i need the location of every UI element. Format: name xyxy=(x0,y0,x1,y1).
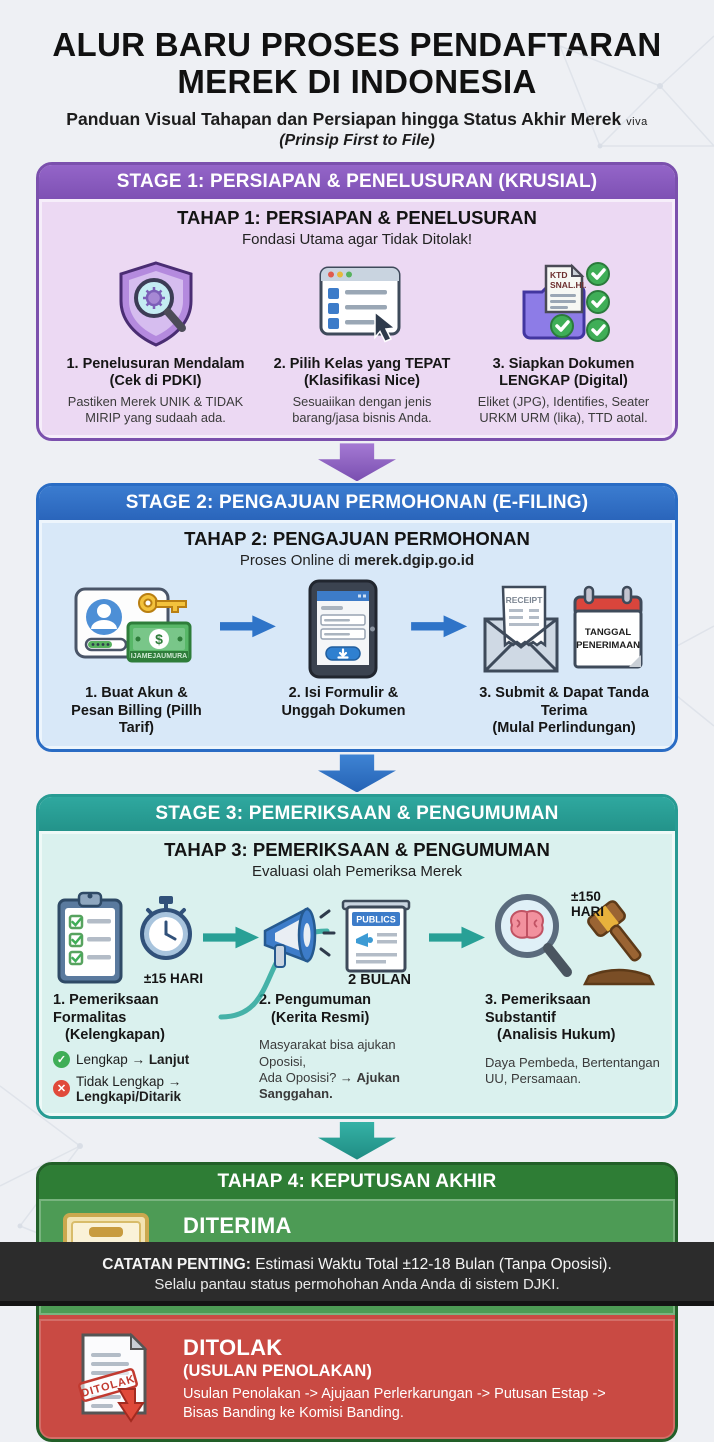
page-subtitle-principle: (Prinsip First to File) xyxy=(279,131,435,149)
rejected-document-icon: DITOLAK xyxy=(78,1332,148,1423)
stage1-item-1: 1. Penelusuran Mendalam(Cek di PDKI) Pas… xyxy=(53,256,258,427)
stage4-header: TAHAP 4: KEPUTUSAN AKHIR xyxy=(39,1164,675,1199)
rejected-title: DITOLAK xyxy=(183,1334,283,1360)
svg-text:SNAL.HI.: SNAL.HI. xyxy=(550,280,586,290)
check-icon: ✓ xyxy=(53,1050,70,1068)
stage3-item-1: ±15 HARI 1. Pemeriksaan Formalitas(Kelen… xyxy=(53,888,203,1104)
stage3-item-3: ±150 HARI 3. Pemeriksaan Substantif(Anal… xyxy=(485,888,663,1087)
accepted-title: DITERIMA xyxy=(183,1212,292,1238)
footer-line2: Selalu pantau status permohohan Anda And… xyxy=(154,1275,560,1293)
stage3-to-stage4-arrow xyxy=(318,1121,396,1160)
stage3-item-2: PUBLICS 2 BULAN 2. Pengumuman(Kerita Res… xyxy=(259,888,429,1102)
stage2-arrow-1 xyxy=(219,615,276,638)
brain-magnifier-gavel-icon xyxy=(495,894,656,986)
stage2-title: TAHAP 2: PENGAJUAN PERMOHONAN xyxy=(184,528,530,550)
stage2-item-1: $ IJAMEJAUMURA 1. Buat Akun &Pesan Billi… xyxy=(53,577,220,737)
substantif-duration-badge: ±150 HARI xyxy=(571,889,604,919)
stage1-header: STAGE 1: PERSIAPAN & PENELUSURAN (KRUSIA… xyxy=(39,164,675,199)
formalitas-fail-bullet: ✕ Tidak Lengkap → Lengkapi/Ditarik xyxy=(53,1074,203,1104)
rejected-desc: Usulan Penolakan -> Ajujaan Perlerkarung… xyxy=(183,1385,606,1421)
stage1-subtitle: Fondasi Utama agar Tidak Ditolak! xyxy=(241,230,473,248)
svg-text:IJAMEJAUMURA: IJAMEJAUMURA xyxy=(131,653,187,660)
page-title-line1: ALUR BARU PROSES PENDAFTARAN xyxy=(52,26,662,63)
stage3-arrow-2 xyxy=(429,926,485,949)
svg-text:TANGGAL: TANGGAL xyxy=(585,627,631,638)
account-billing-icon: $ IJAMEJAUMURA xyxy=(74,587,192,663)
form-upload-tablet-icon xyxy=(308,579,378,679)
svg-text:$: $ xyxy=(156,631,164,647)
subtitle-suffix: viva xyxy=(626,115,648,128)
stage2-header: STAGE 2: PENGAJUAN PERMOHONAN (E-FILING) xyxy=(39,486,675,521)
stage3-arrow-1 xyxy=(203,926,259,949)
nice-class-browser-icon xyxy=(319,266,401,343)
formalitas-duration-badge: ±15 HARI xyxy=(143,971,203,987)
stage2-card: STAGE 2: PENGAJUAN PERMOHONAN (E-FILING)… xyxy=(36,483,678,753)
rejected-subtitle: (USULAN PENOLAKAN) xyxy=(183,1361,372,1380)
stage3-header: STAGE 3: PEMERIKSAAN & PENGUMUMAN xyxy=(39,797,675,832)
formalitas-ok-bullet: ✓ Lengkap → Lanjut xyxy=(53,1050,189,1068)
rejected-section: DITOLAK DITOLAK (USULAN PENOLAKAN) Usula… xyxy=(39,1314,675,1439)
stage2-to-stage3-arrow xyxy=(318,754,396,793)
shield-search-icon xyxy=(119,260,192,347)
page-title: ALUR BARU PROSES PENDAFTARAN MEREK DI IN… xyxy=(0,26,714,150)
stage3-title: TAHAP 3: PEMERIKSAAN & PENGUMUMAN xyxy=(164,839,550,861)
stage1-title: TAHAP 1: PERSIAPAN & PENELUSURAN xyxy=(177,206,537,228)
stage2-item-3: RECEIPT TANGGAL PENERIMAAN xyxy=(467,577,661,737)
stage2-item-2: 2. Isi Formulir &Unggah Dokumen xyxy=(276,577,411,720)
stage1-item-3: KTD SNAL.HI. 3 xyxy=(466,256,661,427)
clipboard-stopwatch-icon xyxy=(57,892,192,984)
stage1-card: STAGE 1: PERSIAPAN & PENELUSURAN (KRUSIA… xyxy=(36,161,678,442)
stage2-arrow-2 xyxy=(411,615,468,638)
receipt-label: RECEIPT xyxy=(506,595,544,605)
cross-icon: ✕ xyxy=(53,1080,70,1098)
important-note-footer: CATATAN PENTING: Estimasi Waktu Total ±1… xyxy=(0,1242,714,1306)
stage2-subtitle: Proses Online di merek.dgip.go.id xyxy=(239,552,475,570)
megaphone-publics-icon: PUBLICS xyxy=(263,900,411,973)
stage3-subtitle: Evaluasi olah Pemeriksa Merek xyxy=(251,863,463,881)
documents-folder-icon: KTD SNAL.HI. xyxy=(522,261,610,342)
receipt-calendar-icon: RECEIPT TANGGAL PENERIMAAN xyxy=(483,586,643,673)
page-title-line2: MEREK DI INDONESIA xyxy=(177,63,537,101)
svg-text:PENERIMAAN: PENERIMAAN xyxy=(576,640,640,651)
publics-board-label: PUBLICS xyxy=(356,915,396,925)
footer-line1: CATATAN PENTING: Estimasi Waktu Total ±1… xyxy=(102,1255,612,1273)
stage1-to-stage2-arrow xyxy=(318,443,396,482)
stage3-card: STAGE 3: PEMERIKSAAN & PENGUMUMAN TAHAP … xyxy=(36,794,678,1119)
page-subtitle: Panduan Visual Tahapan dan Persiapan hin… xyxy=(66,108,648,129)
pengumuman-duration-badge: 2 BULAN xyxy=(348,972,411,989)
svg-text:KTD: KTD xyxy=(550,270,567,280)
stage1-item-2: 2. Pilih Kelas yang TEPAT(Klasifikasi Ni… xyxy=(260,256,465,427)
